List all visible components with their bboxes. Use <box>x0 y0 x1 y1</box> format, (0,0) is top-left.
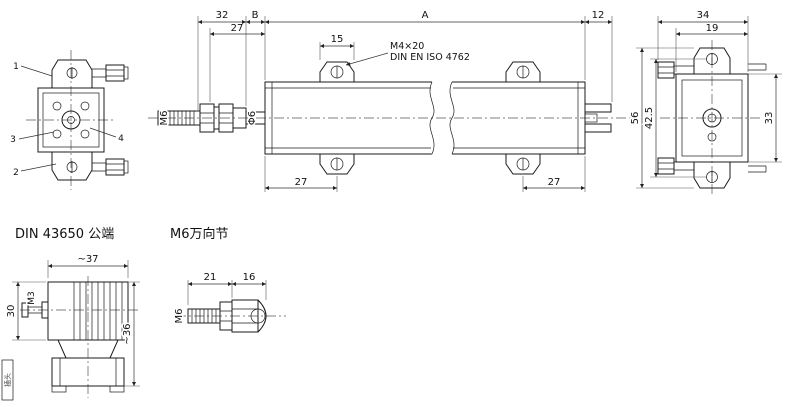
thread-hatch <box>161 111 195 125</box>
clamp-tips <box>748 63 767 173</box>
hex-bolt-head <box>105 64 125 82</box>
mounting-clamp <box>693 162 731 189</box>
dim-A: A <box>422 10 429 21</box>
plug-foot <box>109 385 125 393</box>
mounting-clamp <box>693 47 731 74</box>
dim-30: 30 <box>6 305 17 318</box>
break-line <box>449 81 455 155</box>
mounting-clamp <box>319 153 355 175</box>
dim-15: 15 <box>331 34 344 45</box>
dim-32: 32 <box>216 10 229 21</box>
rear-flange-body <box>675 73 749 163</box>
dim-27-left: 27 <box>295 177 308 188</box>
flange-body <box>37 87 105 153</box>
bolt-hole <box>52 129 62 139</box>
small-hole <box>707 132 717 142</box>
mounting-clamp <box>505 61 541 83</box>
m3-thread-label: M3 <box>27 291 37 305</box>
left-end-view: 1 3 2 4 <box>10 50 129 190</box>
dim-16: 16 <box>243 272 256 283</box>
screw-note-line1: M4×20 <box>390 41 424 52</box>
joint-ball <box>250 308 266 324</box>
bolt-hole <box>52 101 62 111</box>
hex-bolt-head <box>657 157 675 175</box>
mounting-clamp <box>505 153 541 175</box>
terminal-pin <box>584 103 612 113</box>
mounting-clamp <box>51 59 93 88</box>
joint-section-label: M6万向节 <box>170 226 229 242</box>
dim-12: 12 <box>592 10 605 21</box>
thread-hatch <box>191 309 217 323</box>
break-line <box>429 81 435 155</box>
din-section-label: DIN 43650 公端 <box>15 227 114 242</box>
hex-bolt-head <box>657 61 675 79</box>
dim-33: 33 <box>764 112 775 125</box>
main-side-view: 32 B A 12 27 15 M4×20 DIN EN ISO 4762 M6… <box>148 10 630 192</box>
joint-housing <box>231 299 259 333</box>
bolt-hole <box>80 129 90 139</box>
dim-27-right: 27 <box>548 177 561 188</box>
center-bore <box>702 108 722 128</box>
screw-washer <box>41 301 49 319</box>
terminal-pin <box>584 113 598 123</box>
rod-thread-label: M6 <box>159 111 170 126</box>
plug-foot <box>51 385 67 393</box>
plug-base <box>51 357 125 387</box>
stamp-box <box>1 359 14 401</box>
dim-21: 21 <box>204 272 217 283</box>
dim-19: 19 <box>706 23 719 34</box>
extension-lines <box>657 16 749 72</box>
callout-3: 3 <box>10 135 16 145</box>
rod-diameter-label: Φ6 <box>247 111 258 125</box>
dim-42-5: 42.5 <box>644 107 655 129</box>
screw-note-line2: DIN EN ISO 4762 <box>390 52 470 63</box>
center-bore <box>61 110 81 130</box>
dim-B: B <box>252 10 259 21</box>
m3-screw-head <box>21 302 29 318</box>
vertical-stamp: 插头 <box>3 373 12 387</box>
mounting-clamp <box>51 152 93 181</box>
dim-34: 34 <box>697 10 710 21</box>
right-end-view: 34 19 56 42.5 33 <box>629 10 782 196</box>
callout-1: 1 <box>13 62 19 72</box>
dim-37: ~37 <box>77 254 98 265</box>
universal-joint-view: M6万向节 21 16 M6 <box>170 226 286 333</box>
hex-bolt-head <box>105 158 125 176</box>
joint-thread-label: M6 <box>174 309 185 324</box>
dim-27-top: 27 <box>231 23 244 34</box>
callout-2: 2 <box>13 168 19 178</box>
bolt-hole <box>80 101 90 111</box>
extension-lines <box>12 260 140 387</box>
terminal-pin <box>584 123 612 133</box>
connector-ribs <box>79 282 123 340</box>
din-connector-view: DIN 43650 公端 ~37 30 ~36 M3 插头 <box>1 227 140 401</box>
joint-ball-cap <box>257 299 267 333</box>
dim-56: 56 <box>630 112 641 125</box>
dim-36: ~36 <box>122 323 133 344</box>
extension-lines <box>197 16 613 110</box>
callout-4: 4 <box>118 134 124 144</box>
